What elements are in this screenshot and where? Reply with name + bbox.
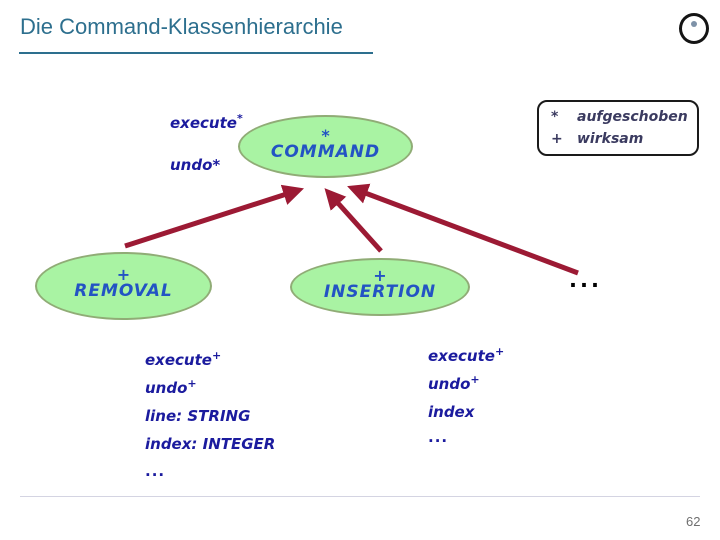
legend-item-effective: + wirksam (539, 131, 697, 147)
command-deferred-mark: * (321, 125, 330, 145)
legend-symbol-plus: + (551, 130, 563, 147)
removal-effective-mark: + (116, 265, 131, 284)
command-class-name: COMMAND (270, 141, 381, 162)
insertion-feature-index: index (428, 403, 475, 421)
page-title: Die Command-Klassenhierarchie (20, 14, 343, 39)
removal-class-name: REMOVAL (74, 281, 173, 301)
logo-dot-icon (691, 21, 697, 27)
insertion-effective-mark: + (373, 266, 387, 285)
legend-box: * aufgeschoben + wirksam (537, 100, 699, 156)
removal-feature-execute: execute+ (145, 349, 222, 369)
class-removal: + REMOVAL (35, 252, 212, 320)
insertion-features: execute+ undo+ index (428, 340, 504, 424)
insertion-more-ellipsis: ... (428, 428, 449, 446)
insertion-class-name: INSERTION (323, 282, 437, 302)
removal-feature-line: line: STRING (145, 407, 251, 425)
command-features: execute* undo* (170, 100, 243, 184)
legend-label-aufgeschoben: aufgeschoben (577, 109, 688, 126)
title-underline (19, 52, 373, 54)
legend-item-deferred: * aufgeschoben (539, 109, 697, 125)
logo-icon (679, 13, 709, 44)
insertion-feature-undo: undo+ (428, 373, 480, 393)
removal-more-ellipsis: ... (145, 462, 166, 480)
insertion-feature-execute: execute+ (428, 345, 505, 365)
removal-features: execute+ undo+ line: STRING index: INTEG… (145, 344, 275, 456)
removal-feature-undo: undo+ (145, 377, 197, 397)
class-insertion: + INSERTION (290, 258, 470, 316)
feature-undo-deferred: undo* (170, 156, 221, 174)
class-command: * COMMAND (238, 115, 413, 178)
legend-symbol-star: * (551, 109, 559, 126)
page-number: 62 (686, 514, 701, 529)
footer-line (20, 496, 700, 497)
feature-execute-deferred: execute* (170, 112, 243, 132)
arrow-removal-to-command (124, 184, 304, 249)
arrow-insertion-to-command (324, 188, 383, 253)
legend-label-wirksam: wirksam (577, 130, 644, 147)
removal-feature-index: index: INTEGER (145, 435, 276, 453)
more-classes-ellipsis: ... (569, 268, 602, 292)
